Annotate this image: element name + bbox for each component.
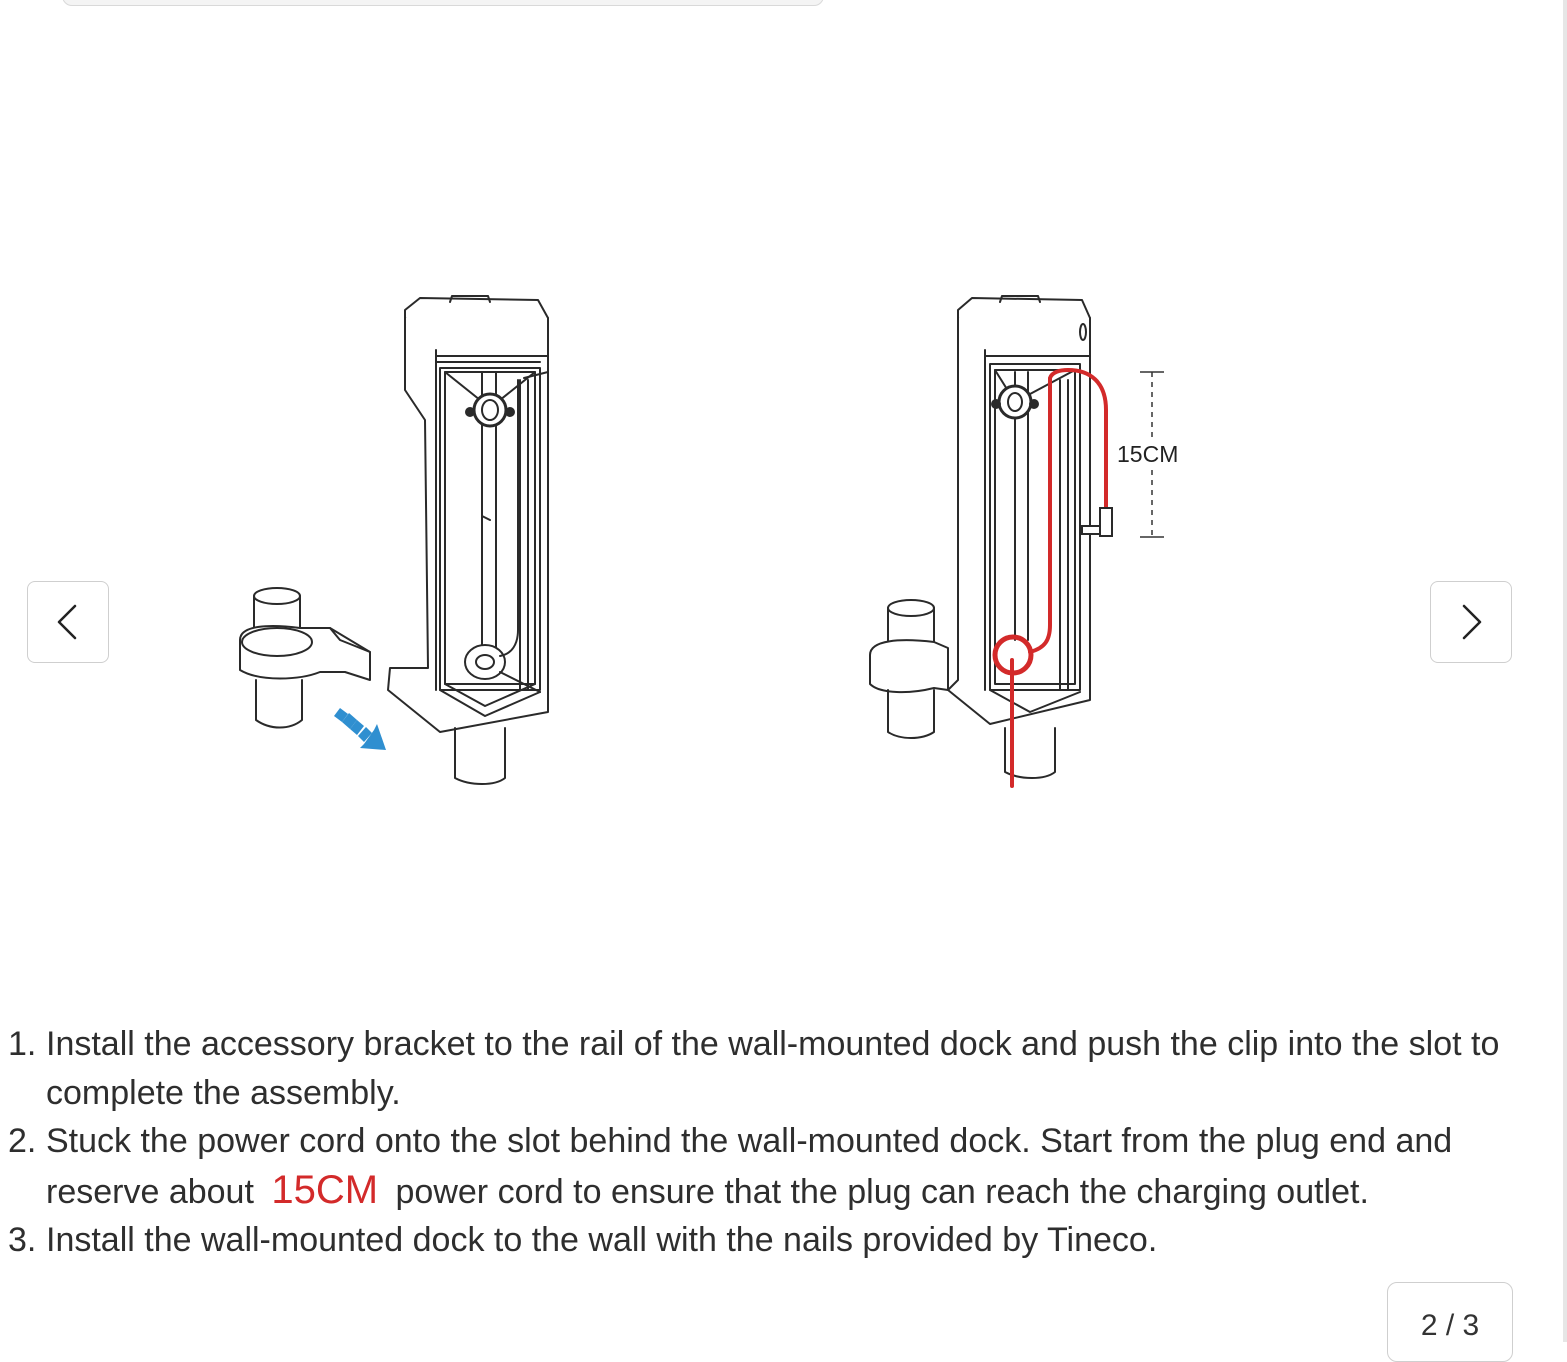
step-text: power cord to ensure that the plug can r… (395, 1172, 1369, 1211)
plug (1081, 507, 1113, 537)
measurement-indicator (1140, 371, 1164, 538)
step-number: 2. (8, 1122, 37, 1160)
right-dock (869, 295, 1091, 779)
step-text: Stuck the power cord onto the slot behin… (46, 1122, 1453, 1211)
next-slide-button[interactable] (1430, 581, 1512, 663)
highlight-length: 15CM (271, 1167, 379, 1212)
push-arrow-icon (334, 708, 386, 750)
step-number: 3. (8, 1221, 37, 1259)
chevron-left-icon (57, 604, 77, 640)
step-text: Install the accessory bracket to the rai… (46, 1025, 1500, 1112)
left-dock (387, 295, 549, 785)
instruction-step-1: 1. Install the accessory bracket to the … (0, 1020, 1550, 1117)
step-number: 1. (8, 1025, 37, 1063)
instruction-list: 1. Install the accessory bracket to the … (0, 1020, 1550, 1265)
chevron-right-icon (1462, 604, 1482, 640)
instruction-step-2: 2. Stuck the power cord onto the slot be… (0, 1117, 1550, 1216)
power-cord (992, 368, 1108, 788)
prev-slide-button[interactable] (27, 581, 109, 663)
scrollbar-track[interactable] (1563, 0, 1567, 1342)
instruction-step-3: 3. Install the wall-mounted dock to the … (0, 1216, 1550, 1265)
step-text: Install the wall-mounted dock to the wal… (46, 1221, 1158, 1259)
page-indicator: 2 / 3 (1387, 1282, 1513, 1362)
measure-label: 15CM (1117, 441, 1178, 467)
accessory-bracket (239, 587, 371, 729)
